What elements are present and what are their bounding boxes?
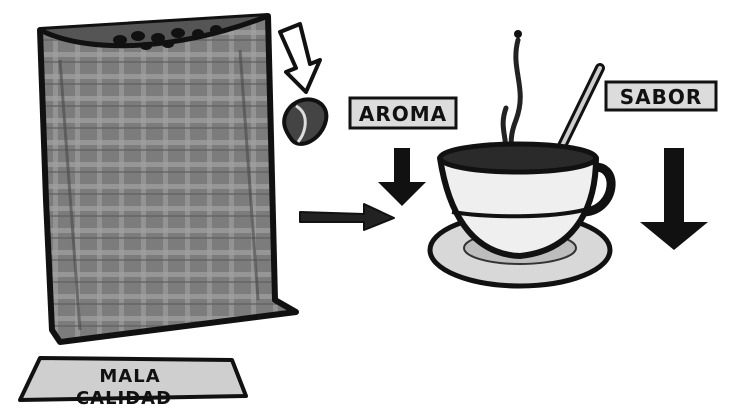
coffee-bean-icon <box>284 99 326 144</box>
sabor-label: SABOR <box>606 82 716 110</box>
quality-text-line2: CALIDAD <box>76 388 172 409</box>
down-arrow-icon <box>640 148 708 250</box>
aroma-text: AROMA <box>359 102 447 126</box>
quality-sign: MALA CALIDAD <box>20 358 246 409</box>
quality-text-line1: MALA <box>99 366 160 387</box>
right-arrow-icon <box>300 204 394 230</box>
coffee-sack-icon <box>40 16 296 342</box>
spoon-icon <box>560 68 600 150</box>
coffee-cup-icon <box>430 144 611 286</box>
hollow-down-arrow-icon <box>280 24 320 92</box>
down-arrow-icon <box>378 148 426 206</box>
steam-icon <box>503 30 522 160</box>
aroma-label: AROMA <box>350 98 456 128</box>
sabor-text: SABOR <box>620 85 703 109</box>
